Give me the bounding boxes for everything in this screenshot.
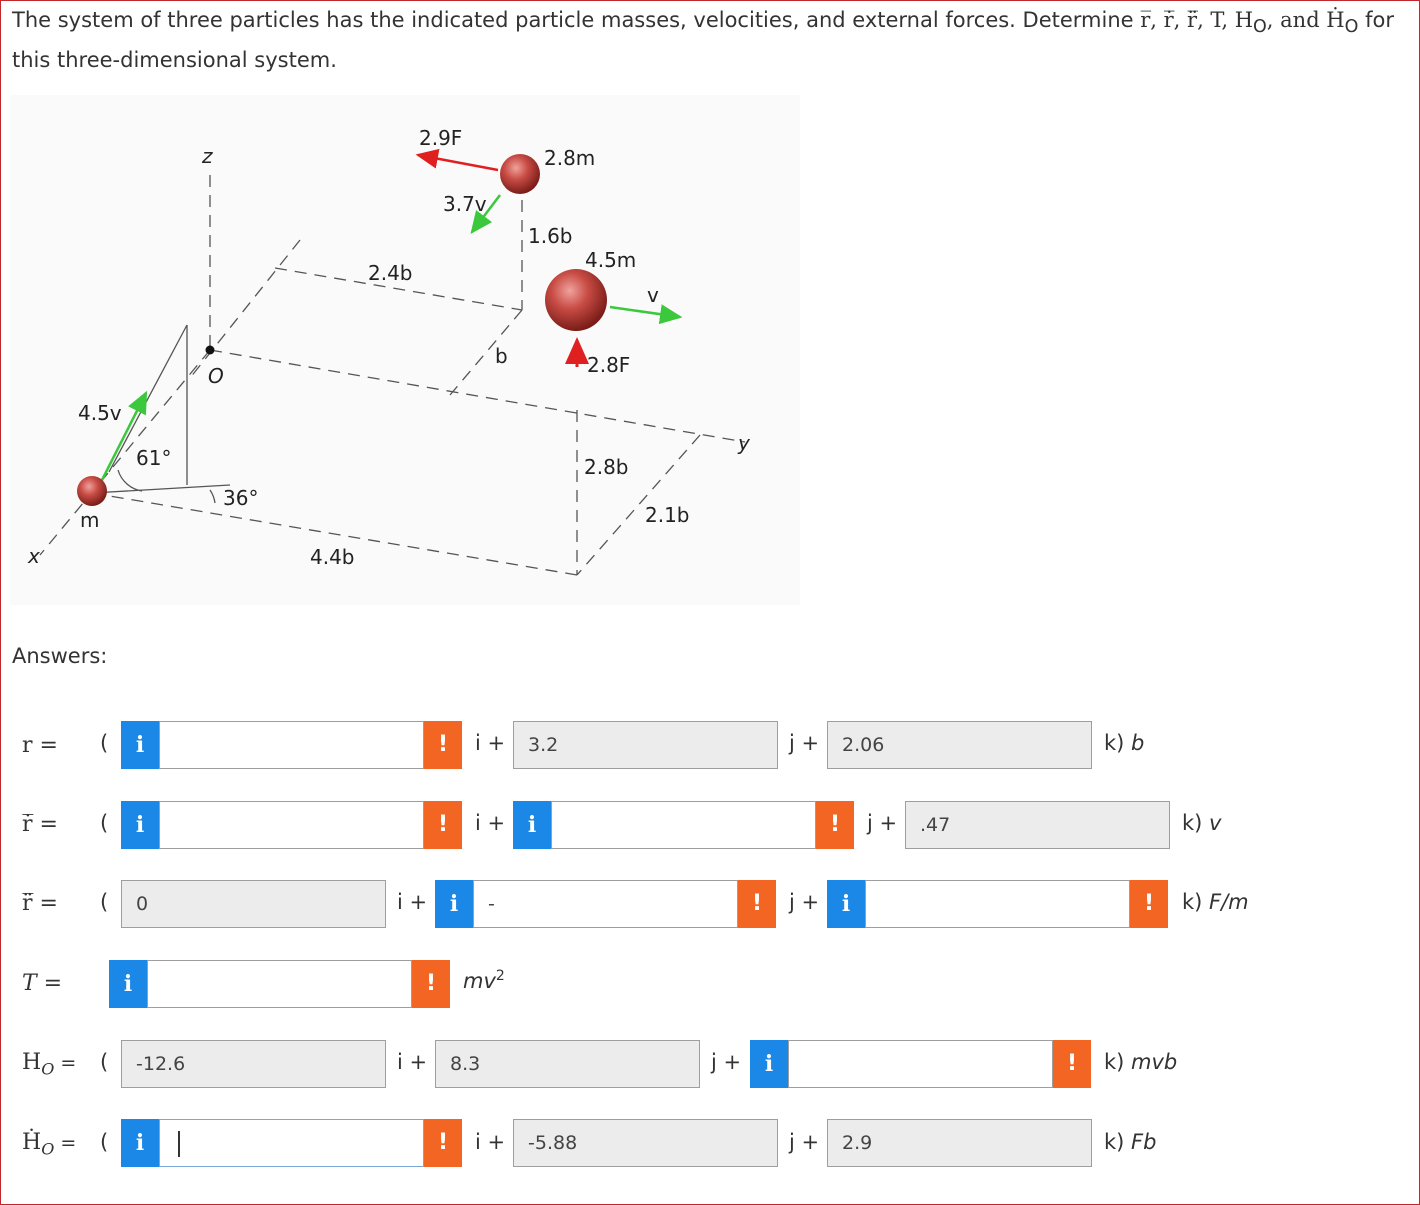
T-label: T = xyxy=(22,971,63,996)
angle-label-36: 36° xyxy=(223,486,258,510)
rdot-label: r̅̇ = xyxy=(22,812,58,837)
origin-dot xyxy=(205,345,215,355)
angle-label-61: 61° xyxy=(136,446,171,470)
Hdot-unit: k) Fb xyxy=(1104,1130,1157,1154)
velocity-label-4.5v: 4.5v xyxy=(78,401,122,425)
dimension-label-2.8b: 2.8b xyxy=(584,455,629,479)
question-text: The system of three particles has the in… xyxy=(12,8,1394,73)
Hdot-label: ḢO = xyxy=(22,1130,77,1159)
force-arrow-2.9F xyxy=(415,148,499,172)
rddot-j-input[interactable]: - xyxy=(473,880,738,928)
warning-icon[interactable]: ! xyxy=(424,801,462,849)
particle-system-diagram: z x y O 2.9F 2.8m 3.7v 1.6b 4.5m v 2.8F … xyxy=(10,95,800,605)
r-unit: k) b xyxy=(1104,731,1145,755)
j-plus: j + xyxy=(789,731,820,755)
dimension-label-4.4b: 4.4b xyxy=(310,545,355,569)
mass-label-m: m xyxy=(80,508,99,532)
rddot-k-input[interactable] xyxy=(865,880,1130,928)
mass-label-2.8m: 2.8m xyxy=(544,146,595,170)
rddot-i-input[interactable]: 0 xyxy=(121,880,386,928)
dashed-lines xyxy=(39,175,746,576)
rddot-label: r̅̈ = xyxy=(22,891,58,916)
r-j-input[interactable]: 3.2 xyxy=(513,721,778,769)
y-axis-label: y xyxy=(737,431,751,455)
particle-2.8m xyxy=(500,154,540,194)
j-plus: j + xyxy=(867,811,898,835)
warning-icon[interactable]: ! xyxy=(1053,1040,1091,1088)
i-plus: i + xyxy=(475,1130,506,1154)
rdot-k-input[interactable]: .47 xyxy=(905,801,1170,849)
j-plus: j + xyxy=(711,1050,742,1074)
velocity-label-v: v xyxy=(647,283,659,307)
open-paren: ( xyxy=(100,731,109,755)
Hdot-i-input[interactable] xyxy=(159,1119,424,1167)
j-plus: j + xyxy=(789,890,820,914)
Hdot-j-input[interactable]: -5.88 xyxy=(513,1119,778,1167)
i-plus: i + xyxy=(397,890,428,914)
particle-4.5m xyxy=(545,269,607,331)
origin-label: O xyxy=(208,364,224,388)
H-k-input[interactable] xyxy=(788,1040,1053,1088)
mass-label-4.5m: 4.5m xyxy=(585,248,636,272)
x-axis-label: x xyxy=(27,544,40,568)
i-plus: i + xyxy=(397,1050,428,1074)
warning-icon[interactable]: ! xyxy=(816,801,854,849)
info-icon[interactable]: i xyxy=(121,801,159,849)
warning-icon[interactable]: ! xyxy=(412,960,450,1008)
info-icon[interactable]: i xyxy=(109,960,147,1008)
info-icon[interactable]: i xyxy=(121,1119,159,1167)
T-input[interactable] xyxy=(147,960,412,1008)
Hdot-k-input[interactable]: 2.9 xyxy=(827,1119,1092,1167)
r-k-input[interactable]: 2.06 xyxy=(827,721,1092,769)
info-icon[interactable]: i xyxy=(513,801,551,849)
particle-m xyxy=(77,476,107,506)
velocity-label-3.7v: 3.7v xyxy=(443,192,487,216)
rdot-j-input[interactable] xyxy=(551,801,816,849)
H-unit: k) mvb xyxy=(1104,1050,1178,1074)
velocity-arrow-3.7v xyxy=(470,194,501,234)
warning-icon[interactable]: ! xyxy=(424,1119,462,1167)
answers-label: Answers: xyxy=(12,644,108,668)
info-icon[interactable]: i xyxy=(121,721,159,769)
j-plus: j + xyxy=(789,1130,820,1154)
info-icon[interactable]: i xyxy=(827,880,865,928)
info-icon[interactable]: i xyxy=(750,1040,788,1088)
force-label-2.8F: 2.8F xyxy=(587,353,630,377)
rdot-unit: k) v xyxy=(1182,811,1222,835)
dimension-label-b: b xyxy=(495,344,508,368)
dimension-label-1.6b: 1.6b xyxy=(528,224,573,248)
warning-icon[interactable]: ! xyxy=(424,721,462,769)
dimension-label-2.4b: 2.4b xyxy=(368,261,413,285)
text-caret xyxy=(178,1131,180,1157)
rdot-i-input[interactable] xyxy=(159,801,424,849)
r-label: r = xyxy=(22,733,58,758)
open-paren: ( xyxy=(100,811,109,835)
rddot-unit: k) F/m xyxy=(1182,890,1249,914)
H-i-input[interactable]: -12.6 xyxy=(121,1040,386,1088)
H-label: HO = xyxy=(22,1050,77,1079)
open-paren: ( xyxy=(100,1050,109,1074)
warning-icon[interactable]: ! xyxy=(1130,880,1168,928)
T-unit: mv2 xyxy=(463,968,505,993)
warning-icon[interactable]: ! xyxy=(738,880,776,928)
velocity-arrow-4.5v xyxy=(100,390,148,481)
velocity-arrow-v xyxy=(609,304,683,325)
z-axis-label: z xyxy=(201,144,213,168)
info-icon[interactable]: i xyxy=(435,880,473,928)
r-i-input[interactable] xyxy=(159,721,424,769)
open-paren: ( xyxy=(100,890,109,914)
force-label-2.9F: 2.9F xyxy=(419,126,462,150)
open-paren: ( xyxy=(100,1130,109,1154)
H-j-input[interactable]: 8.3 xyxy=(435,1040,700,1088)
dimension-label-2.1b: 2.1b xyxy=(645,503,690,527)
i-plus: i + xyxy=(475,811,506,835)
i-plus: i + xyxy=(475,731,506,755)
